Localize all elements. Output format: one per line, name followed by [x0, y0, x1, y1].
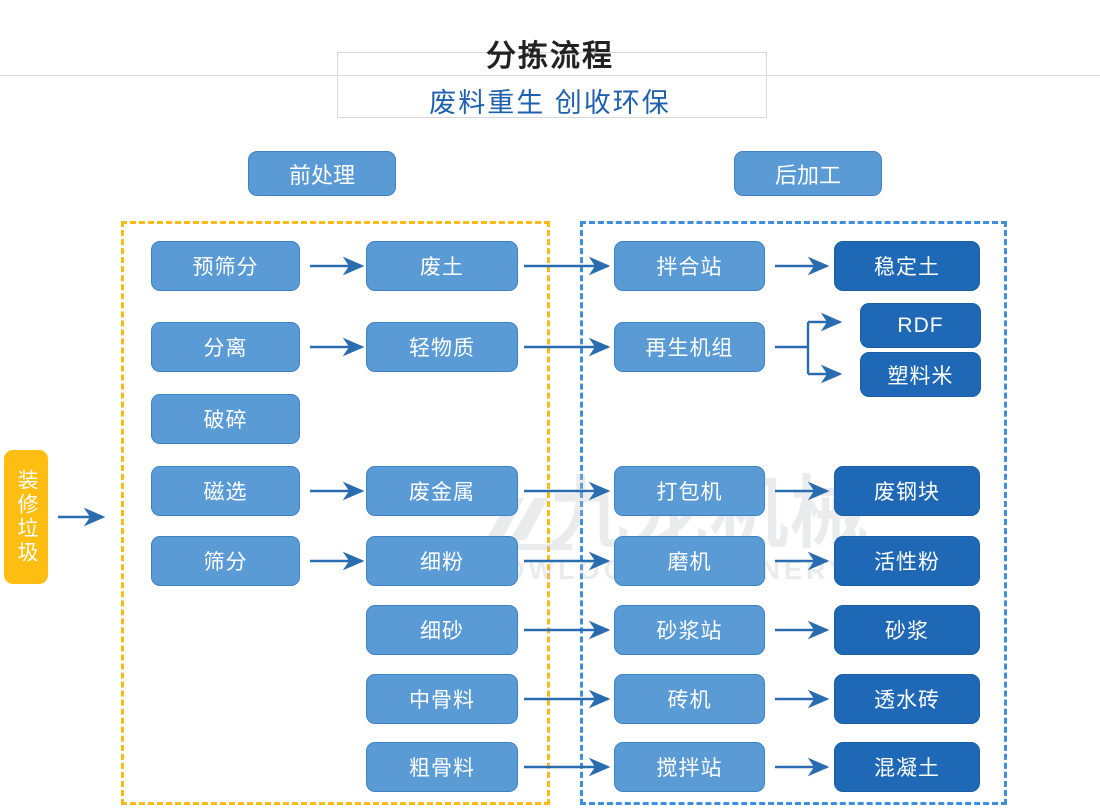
node-mixing-station[interactable]: 拌合站 — [614, 241, 765, 291]
node-waste-soil[interactable]: 废土 — [366, 241, 518, 291]
header-divider-line — [0, 75, 1100, 76]
node-mortar[interactable]: 砂浆 — [834, 605, 980, 655]
page-title: 分拣流程 — [486, 40, 614, 73]
header-outline-box — [337, 52, 767, 118]
node-mortar-station[interactable]: 砂浆站 — [614, 605, 765, 655]
node-brick-machine[interactable]: 砖机 — [614, 674, 765, 724]
node-magnetic-separation[interactable]: 磁选 — [151, 466, 300, 516]
node-prescreening[interactable]: 预筛分 — [151, 241, 300, 291]
node-recycling-unit[interactable]: 再生机组 — [614, 322, 765, 372]
node-separation[interactable]: 分离 — [151, 322, 300, 372]
group-frame-preprocessing — [121, 221, 550, 805]
node-fine-sand[interactable]: 细砂 — [366, 605, 518, 655]
node-stabilized-soil[interactable]: 稳定土 — [834, 241, 980, 291]
node-scrap-metal[interactable]: 废金属 — [366, 466, 518, 516]
node-scrap-steel-block[interactable]: 废钢块 — [834, 466, 980, 516]
node-grinding-mill[interactable]: 磨机 — [614, 536, 765, 586]
node-baler[interactable]: 打包机 — [614, 466, 765, 516]
node-fine-powder[interactable]: 细粉 — [366, 536, 518, 586]
node-concrete[interactable]: 混凝土 — [834, 742, 980, 792]
node-light-material[interactable]: 轻物质 — [366, 322, 518, 372]
node-screening[interactable]: 筛分 — [151, 536, 300, 586]
node-medium-aggregate[interactable]: 中骨料 — [366, 674, 518, 724]
section-header-preprocessing[interactable]: 前处理 — [248, 151, 396, 196]
group-frame-postprocessing — [580, 221, 1007, 805]
page-subtitle: 废料重生 创收环保 — [429, 88, 671, 118]
node-plastic-pellets[interactable]: 塑料米 — [860, 352, 981, 397]
node-rdf[interactable]: RDF — [860, 303, 981, 348]
section-header-postprocessing[interactable]: 后加工 — [734, 151, 882, 196]
input-node-demolition-waste[interactable]: 装修垃圾 — [4, 450, 48, 584]
node-active-powder[interactable]: 活性粉 — [834, 536, 980, 586]
node-batching-plant[interactable]: 搅拌站 — [614, 742, 765, 792]
node-coarse-aggregate[interactable]: 粗骨料 — [366, 742, 518, 792]
node-permeable-brick[interactable]: 透水砖 — [834, 674, 980, 724]
node-crushing[interactable]: 破碎 — [151, 394, 300, 444]
